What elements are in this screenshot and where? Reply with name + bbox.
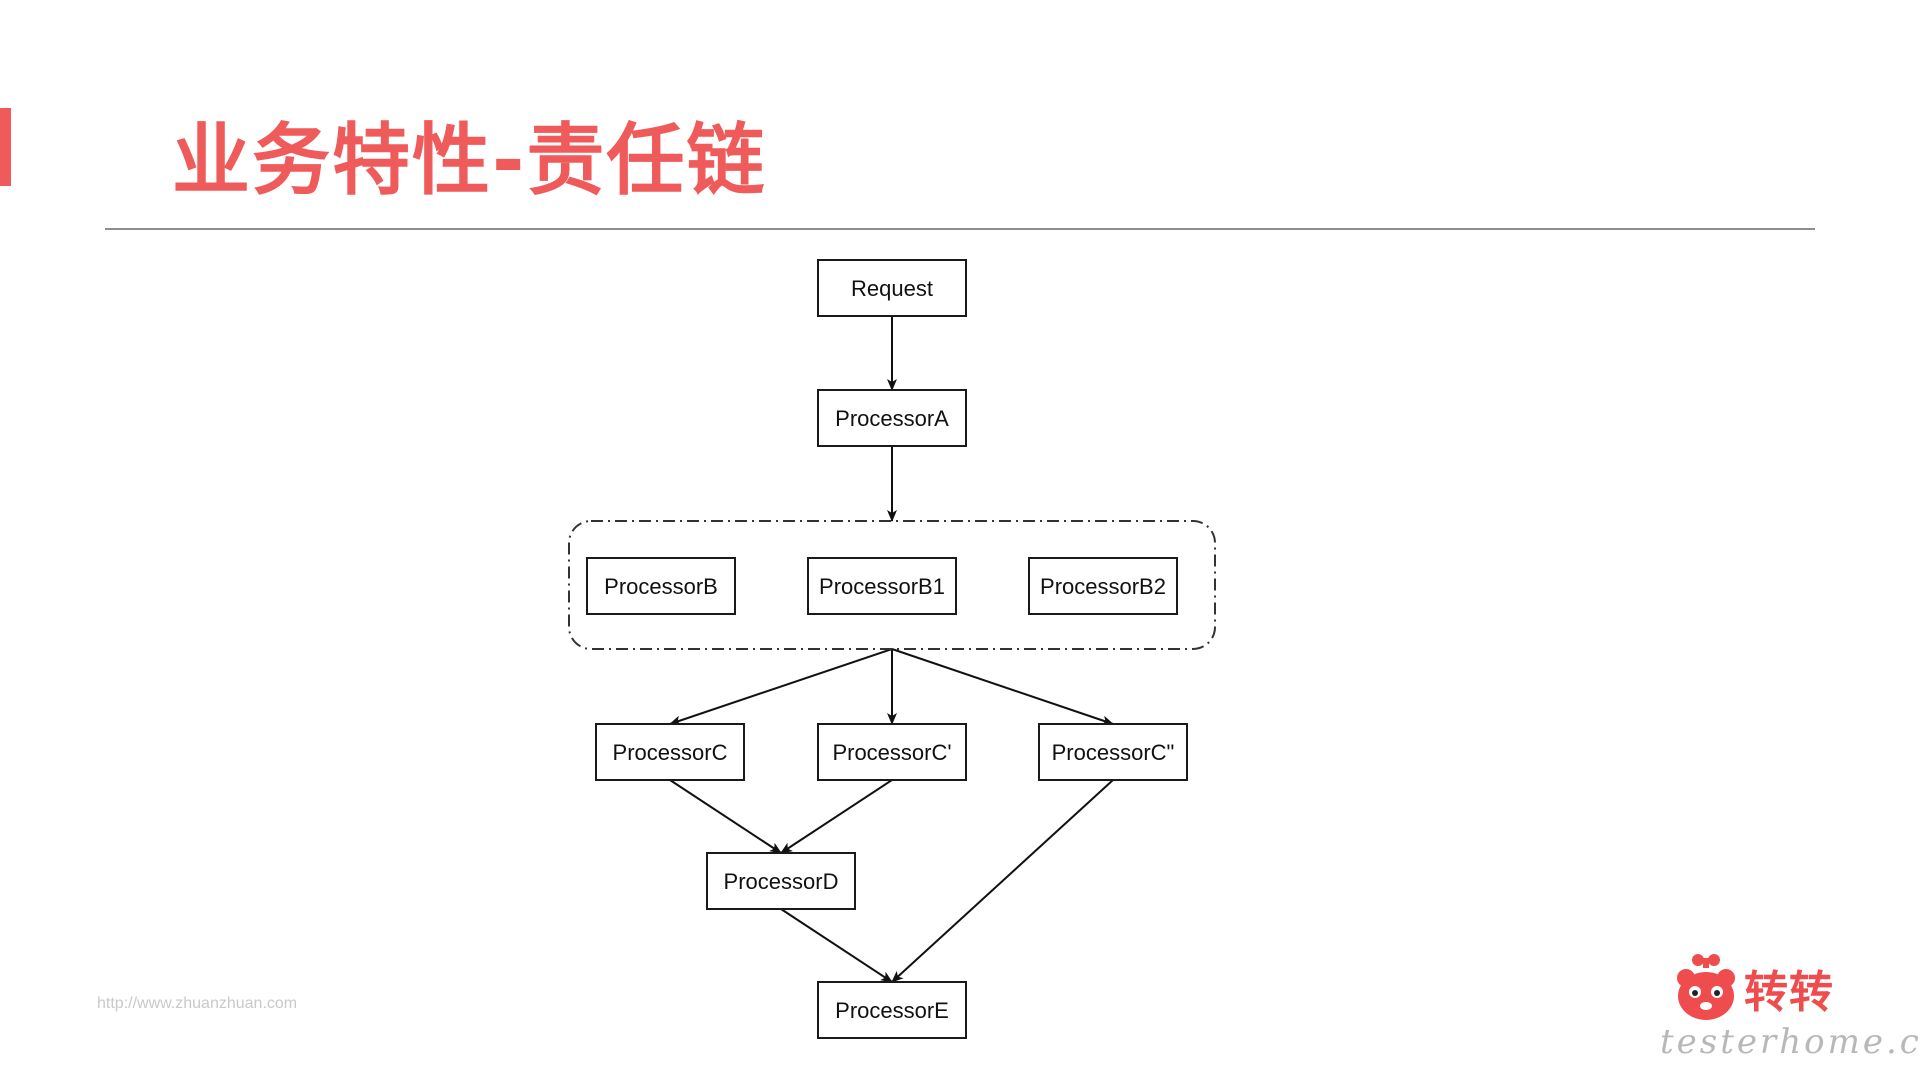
node-c2: ProcessorC" xyxy=(1038,723,1188,781)
node-label-c: ProcessorC xyxy=(613,740,728,765)
node-a: ProcessorA xyxy=(817,389,967,447)
edge-b-group-to-c2 xyxy=(891,648,1114,726)
brand-logo: 转转 xyxy=(1674,948,1834,1028)
group-b-group xyxy=(568,520,1216,650)
node-label-b: ProcessorB xyxy=(604,574,718,599)
node-box-c1 xyxy=(817,723,967,781)
node-label-a: ProcessorA xyxy=(835,406,949,431)
node-request: Request xyxy=(817,259,967,317)
node-box-c2 xyxy=(1038,723,1188,781)
footer-url: http://www.zhuanzhuan.com xyxy=(97,995,298,1012)
edge-d-to-e xyxy=(780,908,893,983)
node-e: ProcessorE xyxy=(817,981,967,1039)
node-box-a xyxy=(817,389,967,447)
node-label-b1: ProcessorB1 xyxy=(819,574,945,599)
edge-c2-to-e xyxy=(891,779,1114,983)
diagram-groups xyxy=(568,520,1216,650)
brand-name: 转转 xyxy=(1744,967,1834,1018)
slide-title: 业务特性-责任链 xyxy=(172,116,767,206)
node-c1: ProcessorC' xyxy=(817,723,967,781)
node-box-e xyxy=(817,981,967,1039)
title-divider xyxy=(105,228,1815,230)
diagram-edges xyxy=(669,316,1114,983)
node-label-b2: ProcessorB2 xyxy=(1040,574,1166,599)
node-label-request: Request xyxy=(851,276,933,301)
node-label-e: ProcessorE xyxy=(835,998,949,1023)
node-c: ProcessorC xyxy=(595,723,745,781)
node-label-d: ProcessorD xyxy=(724,869,839,894)
node-d: ProcessorD xyxy=(706,852,856,910)
edge-b-group-to-c xyxy=(669,648,893,726)
node-box-b xyxy=(586,557,736,615)
node-box-b2 xyxy=(1028,557,1178,615)
node-box-c xyxy=(595,723,745,781)
node-box-b1 xyxy=(807,557,957,615)
node-b: ProcessorB xyxy=(586,557,736,615)
node-label-c2: ProcessorC" xyxy=(1052,740,1175,765)
edge-c1-to-d xyxy=(780,779,893,854)
edge-c-to-d xyxy=(669,779,782,854)
node-label-c1: ProcessorC' xyxy=(832,740,951,765)
node-box-d xyxy=(706,852,856,910)
node-b1: ProcessorB1 xyxy=(807,557,957,615)
watermark: testerhome.com xyxy=(1660,1022,1920,1062)
title-accent-bar xyxy=(0,108,11,186)
bear-mascot-icon xyxy=(1677,954,1735,1020)
node-b2: ProcessorB2 xyxy=(1028,557,1178,615)
node-box-request xyxy=(817,259,967,317)
